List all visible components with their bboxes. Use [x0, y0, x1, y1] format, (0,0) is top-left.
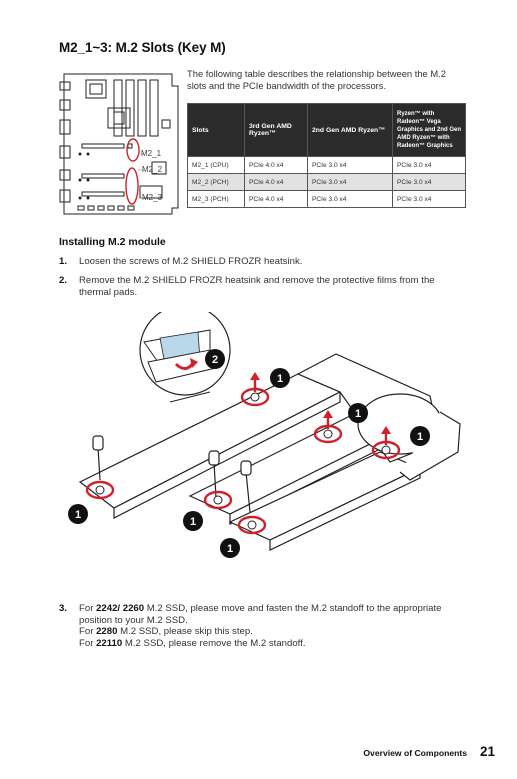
callout-1: 1: [183, 511, 203, 531]
table-cell: PCIe 4.0 x4: [244, 156, 308, 174]
step-number: 2.: [59, 275, 68, 286]
page-title: M2_1~3: M.2 Slots (Key M): [59, 40, 226, 55]
svg-text:1: 1: [417, 431, 423, 443]
intro-text: The following table describes the relati…: [187, 68, 447, 91]
table-cell: PCIe 3.0 x4: [392, 190, 466, 208]
pcie-bandwidth-table: Slots 3rd Gen AMD Ryzen™ 2nd Gen AMD Ryz…: [187, 103, 466, 208]
column-header: 3rd Gen AMD Ryzen™: [244, 103, 308, 157]
svg-text:1: 1: [75, 509, 81, 521]
heatsink-removal-diagram: 1 1 1 1 1 1 2: [68, 312, 461, 558]
column-header: 2nd Gen AMD Ryzen™: [307, 103, 393, 157]
table-cell: PCIe 3.0 x4: [307, 173, 393, 191]
table-cell: M2_2 (PCH): [187, 173, 245, 191]
page-number: 21: [479, 744, 495, 759]
thermal-pad-inset: [139, 312, 231, 403]
table-cell: M2_1 (CPU): [187, 156, 245, 174]
svg-text:1: 1: [190, 516, 196, 528]
table-cell: PCIe 3.0 x4: [392, 173, 466, 191]
table-row: M2_3 (PCH) PCIe 4.0 x4 PCIe 3.0 x4 PCIe …: [187, 190, 466, 208]
callout-1: 1: [220, 538, 240, 558]
table-cell: M2_3 (PCH): [187, 190, 245, 208]
table-header-row: Slots 3rd Gen AMD Ryzen™ 2nd Gen AMD Ryz…: [187, 103, 466, 157]
table-cell: PCIe 4.0 x4: [244, 190, 308, 208]
column-header: Ryzen™ with Radeon™ Vega Graphics and 2n…: [392, 103, 466, 157]
section-heading: Installing M.2 module: [59, 236, 166, 248]
step-text: For 2242/ 2260 M.2 SSD, please move and …: [79, 603, 442, 649]
step-text: Remove the M.2 SHIELD FROZR heatsink and…: [79, 275, 435, 298]
table-cell: PCIe 3.0 x4: [307, 190, 393, 208]
callout-1: 1: [270, 368, 290, 388]
screws: [85, 372, 401, 535]
callout-1: 1: [68, 504, 88, 524]
table-row: M2_2 (PCH) PCIe 4.0 x4 PCIe 3.0 x4 PCIe …: [187, 173, 466, 191]
step-text: Loosen the screws of M.2 SHIELD FROZR he…: [79, 256, 303, 267]
callout-2: 2: [205, 349, 225, 369]
footer-section-label: Overview of Components: [363, 748, 467, 758]
label-m2-1: M2_1: [141, 149, 162, 158]
step-number: 3.: [59, 603, 68, 614]
svg-text:1: 1: [277, 373, 283, 385]
svg-text:1: 1: [227, 543, 233, 555]
label-m2-3: M2_3: [142, 193, 163, 202]
table-cell: PCIe 3.0 x4: [392, 156, 466, 174]
callout-1: 1: [348, 403, 368, 423]
label-m2-2: M2_2: [142, 165, 163, 174]
table-cell: PCIe 4.0 x4: [244, 173, 308, 191]
table-cell: PCIe 3.0 x4: [307, 156, 393, 174]
svg-text:2: 2: [212, 354, 218, 366]
motherboard-illustration: M2_1 M2_2 M2_3: [59, 73, 179, 215]
column-header: Slots: [187, 103, 245, 157]
callout-1: 1: [410, 426, 430, 446]
table-row: M2_1 (CPU) PCIe 4.0 x4 PCIe 3.0 x4 PCIe …: [187, 156, 466, 174]
step-number: 1.: [59, 256, 68, 267]
svg-text:1: 1: [355, 408, 361, 420]
